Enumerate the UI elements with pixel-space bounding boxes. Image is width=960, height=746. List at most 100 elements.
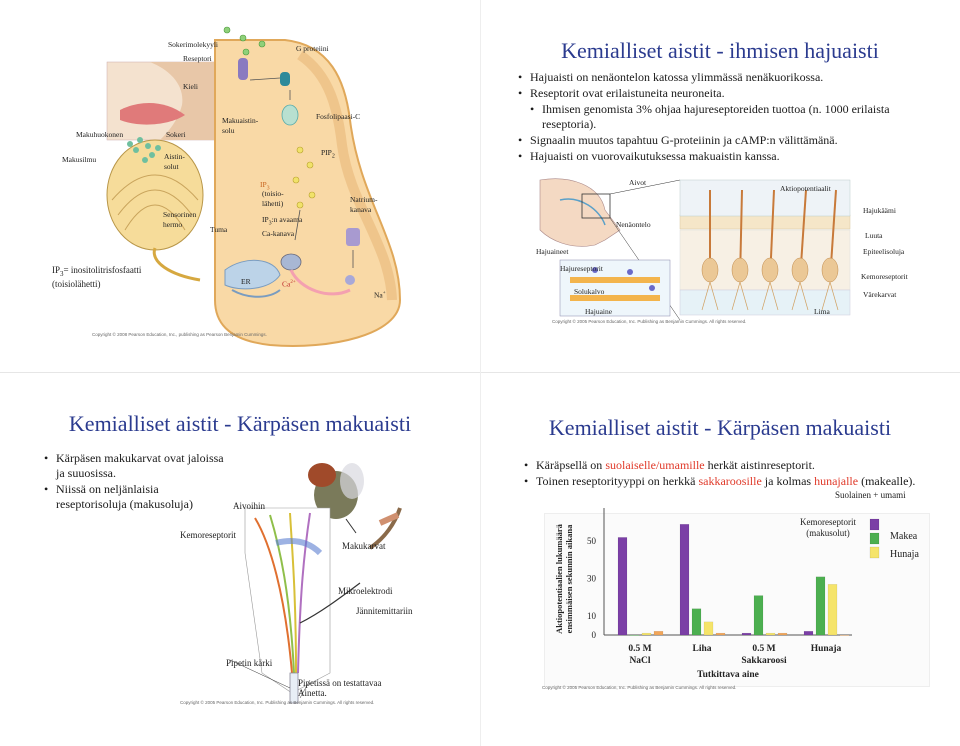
bar-3-0 — [803, 631, 814, 636]
x-category-label: Hunaja — [811, 644, 842, 654]
legend-salty-umami-top: Suolainen + umami — [835, 490, 906, 500]
olfaction-illustration — [539, 178, 851, 321]
label-mucus: Lima — [814, 307, 830, 316]
slide2-bullet-2: Reseptorit ovat erilaistuneita neuroneit… — [516, 86, 926, 101]
sodium-channel-shape — [346, 228, 360, 246]
label-ca: Ca2+ — [282, 279, 296, 289]
y-axis-label: Aktiopotentiaalien lukumäärä — [554, 523, 564, 634]
slide3-title: Kemialliset aistit - Kärpäsen makuaisti — [68, 411, 412, 436]
tongue-shape — [120, 103, 185, 125]
slide-human-olfaction: Kemialliset aistit - ihmisen hajuaisti H… — [480, 0, 960, 372]
bar-3-3 — [839, 634, 850, 636]
slide2-bullet-4: Signaalin muutos tapahtuu G-proteiinin j… — [516, 133, 926, 148]
label-taste-pore: Makusilmu — [62, 155, 97, 164]
legend-item-label: Makea — [890, 531, 918, 542]
label-phospholipase: Fosfolipaasi-C — [316, 112, 361, 121]
phospholipase-shape — [281, 104, 299, 126]
taste-cell-body — [214, 39, 402, 347]
legend-title: Kemoreseptorit — [800, 517, 856, 527]
bone-band — [679, 214, 851, 230]
label-brain: Aivot — [629, 178, 647, 187]
x-category-label: Sakkaroosi — [741, 656, 787, 666]
slide2-bullet-1: Hajuaisti on nenäontelon katossa ylimmäs… — [516, 70, 926, 85]
label-to-brain: Aivoihin — [233, 501, 266, 511]
slide4-bullet-2: Toinen reseptorityyppi on herkkä sakkaro… — [522, 474, 922, 489]
x-axis-label: Tutkittava aine — [697, 670, 759, 680]
y-tick-label: 0 — [592, 630, 597, 640]
legend-swatch-1 — [869, 532, 880, 545]
label-voltmeter: Jännitemittariin — [356, 606, 413, 616]
legend-swatch-0 — [869, 518, 880, 531]
label-na: Na+ — [374, 290, 386, 300]
slide-divider-vertical — [480, 0, 481, 746]
legend-title: (makusolut) — [806, 528, 850, 538]
slide-taste-diagram: Sokerimolekyyli Reseptori Kieli Makuhuok… — [0, 0, 480, 372]
label-ip3: IP3 — [260, 180, 270, 192]
bar-0-2 — [641, 632, 652, 636]
bar-1-0 — [679, 524, 690, 636]
y-tick-label: 30 — [587, 574, 597, 584]
bar-1-3 — [715, 632, 726, 636]
bar-3-1 — [815, 576, 826, 636]
g-protein-shape — [280, 72, 290, 86]
label-pipette-tip: Pipetin kärki — [226, 658, 273, 668]
y-axis-label: ensimmäisen sekunnin aikana — [564, 524, 574, 633]
label-ip3-opens: IP3:n avaama Ca-kanava — [262, 215, 303, 238]
zoom-box-small — [581, 193, 611, 219]
label-er: ER — [241, 277, 251, 286]
slide4-bullet-list: Käräpsellä on suolaiselle/umamille herkä… — [522, 458, 922, 490]
label-ip3-definition: IP3= inositolitrisfosfaatti (toisiolähet… — [52, 265, 142, 289]
taste-bud-shape — [106, 139, 204, 251]
label-chemoreceptor: Kemoreseptorit — [861, 272, 908, 281]
fly-experiment-illustration — [229, 463, 402, 704]
bar-0-1 — [629, 634, 640, 636]
bulb-band — [679, 179, 851, 217]
label-g-protein: G proteiini — [296, 44, 329, 53]
microelectrode — [299, 582, 361, 624]
bar-2-2 — [765, 632, 776, 636]
x-category-label: NaCl — [629, 656, 650, 666]
label-chemoreceptor-fly: Kemoreseptorit — [180, 530, 236, 540]
legend-item-label: Hunaja — [890, 549, 919, 560]
label-sodium-channel: Natrium- kanava — [350, 195, 378, 214]
label-nucleus: Tuma — [210, 225, 228, 234]
bar-1-2 — [703, 621, 714, 636]
slide3-bullet-1: Kärpäsen makukarvat ovat jaloissa ja suu… — [42, 451, 232, 481]
label-ip3-desc: (toisio- lähetti) — [262, 189, 284, 208]
label-action-potentials: Aktiopotentiaalit — [780, 184, 831, 193]
label-plasma-membrane: Solukalvo — [574, 287, 605, 296]
label-pip2: PIP2 — [321, 148, 335, 160]
slide2-title: Kemialliset aistit - ihmisen hajuaisti — [561, 38, 879, 63]
slide3-bullet-list: Kärpäsen makukarvat ovat jaloissa ja suu… — [42, 451, 232, 513]
slide1-copyright: Copyright © 2008 Pearson Education, Inc.… — [92, 332, 267, 337]
slide2-bullet-list: Hajuaisti on nenäontelon katossa ylimmäs… — [516, 70, 926, 165]
face-profile — [150, 62, 215, 140]
label-pipette-content: Pipetissä on testattavaa Ainetta. — [298, 678, 382, 698]
label-microelectrode: Mikroelektrodi — [338, 586, 393, 596]
bar-0-3 — [653, 631, 664, 636]
label-odor-receptors: Hajureseptorit — [560, 264, 603, 273]
label-receptor: Reseptori — [183, 54, 212, 63]
label-epithelial-cell: Epiteelisoluja — [863, 247, 905, 256]
slide-fly-chart: Kemialliset aistit - Kärpäsen makuaisti … — [480, 373, 960, 746]
slide3-copyright: Copyright © 2005 Pearson Education, Inc.… — [180, 700, 375, 705]
x-category-label: 0.5 M — [752, 644, 775, 654]
pipette — [289, 672, 299, 704]
label-bone: Luuta — [865, 231, 883, 240]
bar-0-0 — [617, 537, 628, 636]
label-nasal-cavity: Nenäontelo — [616, 220, 651, 229]
receptor-shape — [238, 58, 248, 80]
label-tongue: Kieli — [183, 82, 198, 91]
slide4-copyright: Copyright © 2005 Pearson Education, Inc.… — [542, 685, 737, 690]
label-odorants-top: Hajuaineet — [536, 247, 569, 256]
chart-area-bg — [544, 513, 930, 687]
na-ion — [345, 275, 355, 285]
slide-fly-taste: Kemialliset aistit - Kärpäsen makuaisti … — [0, 373, 480, 746]
er-shape — [224, 259, 281, 290]
cell-membrane-band — [297, 50, 397, 301]
label-olfactory-bulb: Hajukäämi — [863, 206, 896, 215]
label-taste-bud: Makuhuokonen — [76, 130, 124, 139]
slide2-copyright: Copyright © 2005 Pearson Education, Inc.… — [552, 319, 747, 324]
bar-2-0 — [741, 632, 752, 636]
